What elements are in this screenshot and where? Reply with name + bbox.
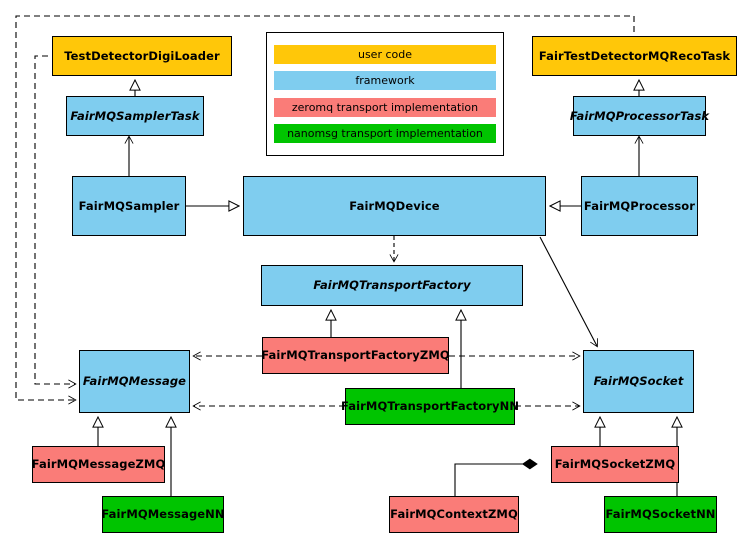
class-node-fairmqtransportfactoryzmq[interactable]: FairMQTransportFactoryZMQ	[261, 337, 450, 374]
edge-device-to-socket	[539, 236, 597, 346]
class-node-fairmqsocketzmq[interactable]: FairMQSocketZMQ	[551, 446, 679, 483]
class-node-fairmqmessagenn[interactable]: FairMQMessageNN	[101, 496, 225, 533]
class-node-fairmqsocket[interactable]: FairMQSocket	[583, 350, 694, 413]
class-node-fairmqsocketnn[interactable]: FairMQSocketNN	[604, 496, 717, 533]
edge-contextzmq-to-socketzmq	[454, 464, 537, 496]
class-node-fairmqcontextzmq[interactable]: FairMQContextZMQ	[389, 496, 519, 533]
class-node-fairmqsamplertask[interactable]: FairMQSamplerTask	[66, 96, 204, 136]
class-node-fairmqmessage[interactable]: FairMQMessage	[79, 350, 190, 413]
class-node-fairtestdetectormqrecotask[interactable]: FairTestDetectorMQRecoTask	[532, 36, 737, 76]
class-node-fairmqsampler[interactable]: FairMQSampler	[72, 176, 186, 236]
class-node-fairmqtransportfactorynn[interactable]: FairMQTransportFactoryNN	[341, 388, 519, 425]
class-node-testdetectordigiloader[interactable]: TestDetectorDigiLoader	[52, 36, 232, 76]
legend-item-zeromq: zeromq transport implementation	[274, 97, 496, 117]
class-node-fairmqtransportfactory[interactable]: FairMQTransportFactory	[261, 265, 523, 306]
legend: user code framework zeromq transport imp…	[266, 32, 504, 156]
class-node-fairmqmessagezmq[interactable]: FairMQMessageZMQ	[32, 446, 165, 483]
legend-item-framework: framework	[274, 71, 496, 91]
legend-item-user-code: user code	[274, 44, 496, 64]
class-node-fairmqprocessor[interactable]: FairMQProcessor	[581, 176, 698, 236]
class-node-fairmqdevice[interactable]: FairMQDevice	[243, 176, 546, 236]
legend-item-nanomsg: nanomsg transport implementation	[274, 124, 496, 144]
class-node-fairmqprocessortask[interactable]: FairMQProcessorTask	[570, 96, 709, 136]
